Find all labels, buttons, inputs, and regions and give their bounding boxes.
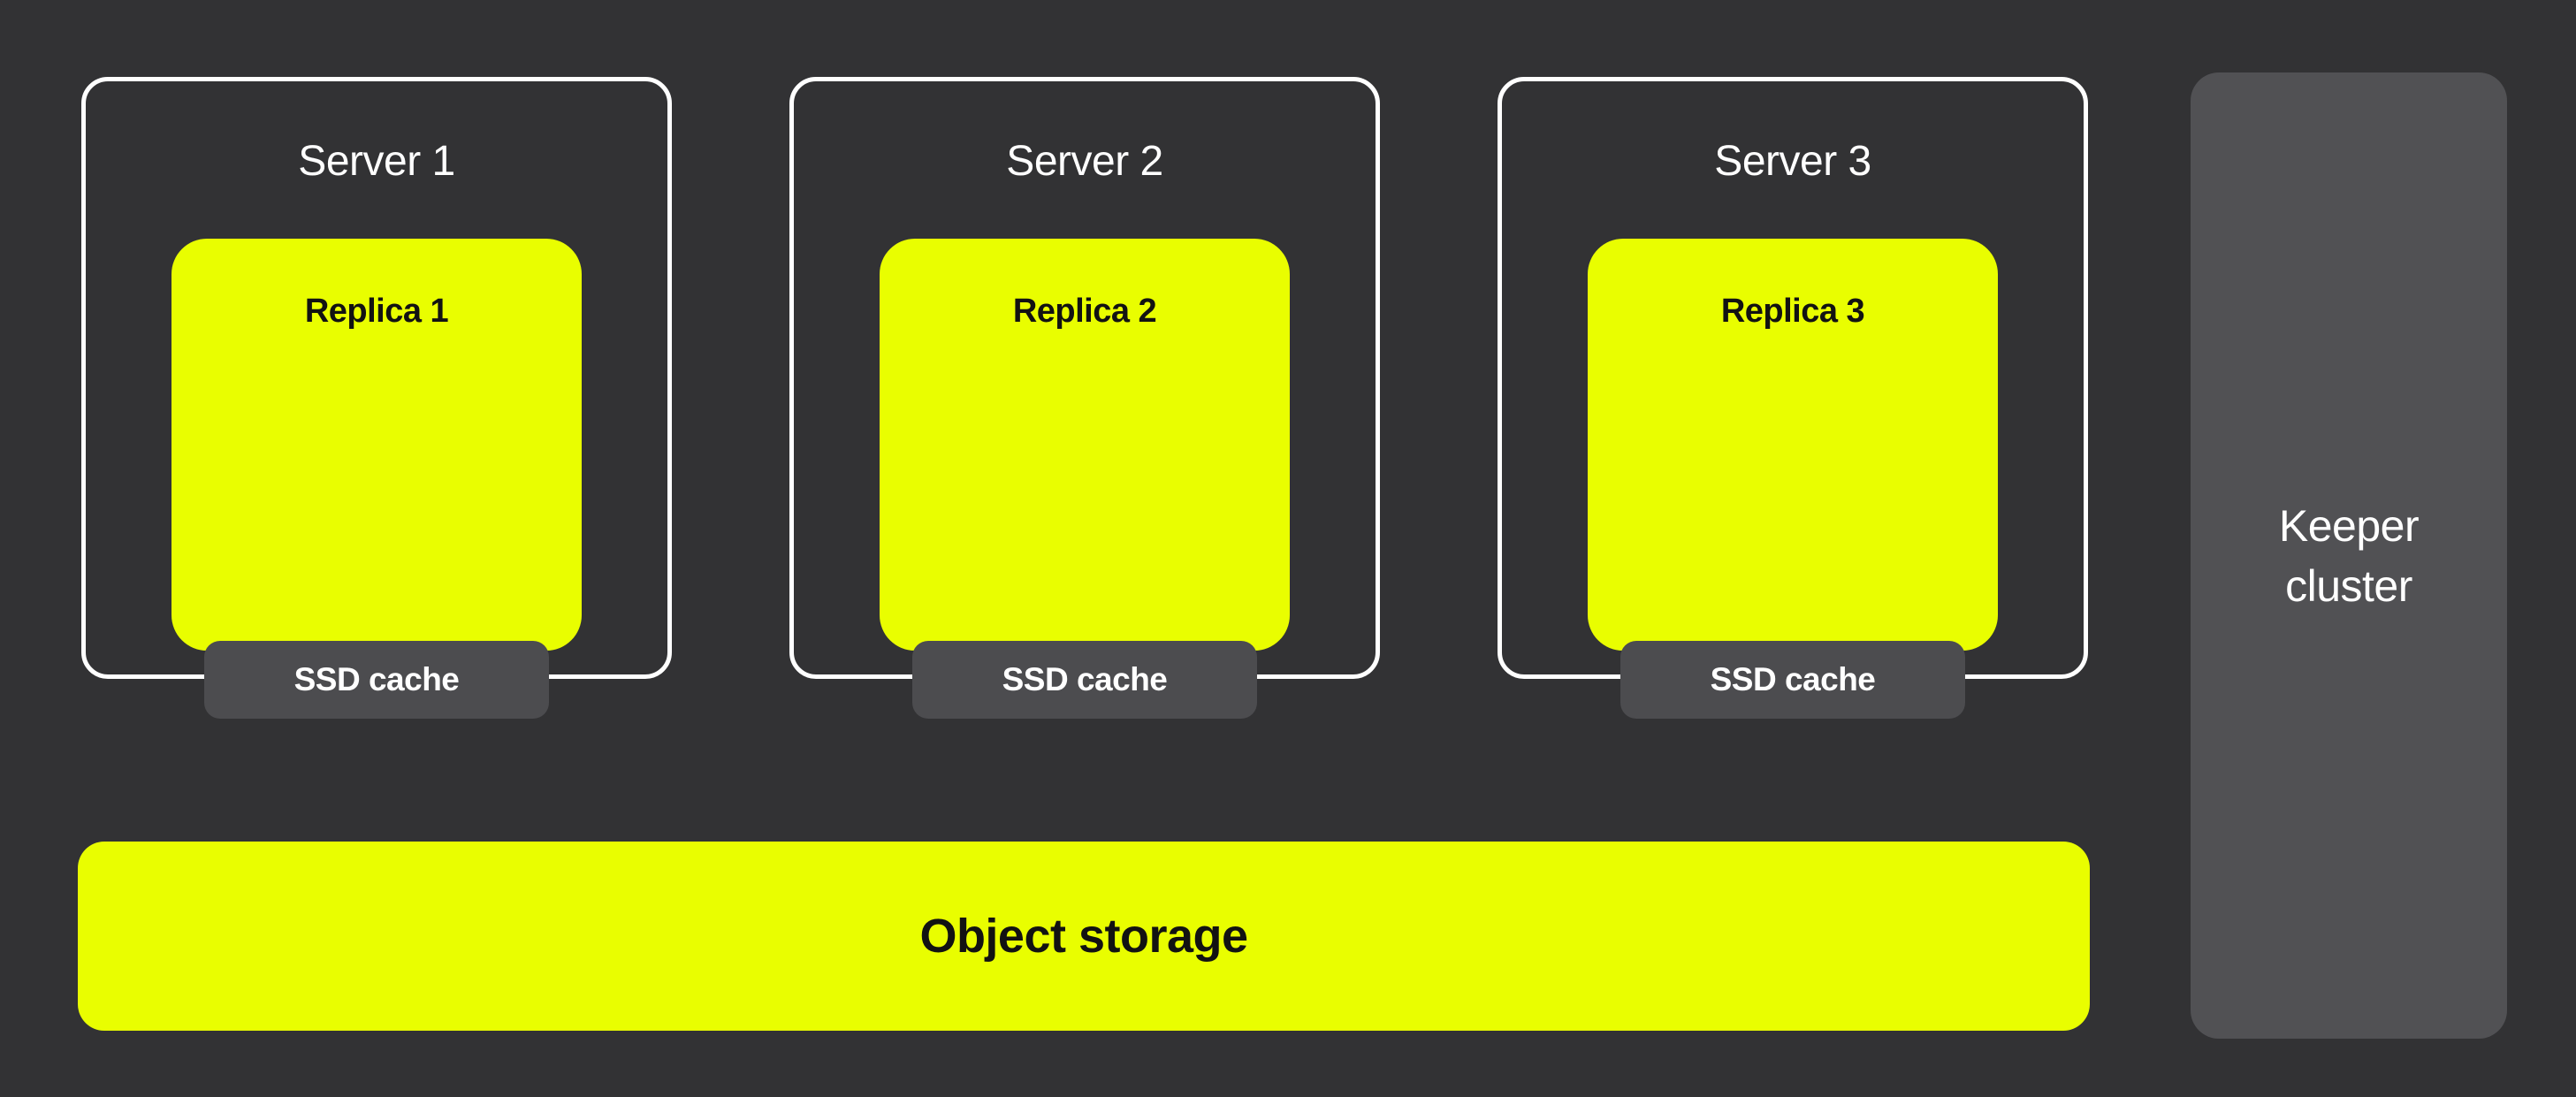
ssd-cache-badge-3: SSD cache bbox=[1620, 641, 1965, 719]
replica-box-3: Replica 3 bbox=[1588, 239, 1998, 651]
replica-title: Replica 1 bbox=[304, 293, 449, 330]
ssd-cache-badge-1: SSD cache bbox=[204, 641, 549, 719]
server-box-3: Server 3 Replica 3 SSD cache bbox=[1498, 77, 2088, 719]
server-box-1: Server 1 Replica 1 SSD cache bbox=[81, 77, 672, 719]
replica-box-2: Replica 2 bbox=[880, 239, 1290, 651]
server-title: Server 3 bbox=[1714, 138, 1871, 185]
server-title: Server 2 bbox=[1006, 138, 1163, 185]
server-title: Server 1 bbox=[298, 138, 455, 185]
replica-title: Replica 2 bbox=[1012, 293, 1157, 330]
ssd-cache-badge-2: SSD cache bbox=[912, 641, 1257, 719]
keeper-cluster-box: Keeper cluster bbox=[2191, 72, 2507, 1039]
replica-title: Replica 3 bbox=[1720, 293, 1865, 330]
replica-box-1: Replica 1 bbox=[171, 239, 582, 651]
object-storage-box: Object storage bbox=[78, 842, 2090, 1031]
server-box-2: Server 2 Replica 2 SSD cache bbox=[789, 77, 1380, 719]
